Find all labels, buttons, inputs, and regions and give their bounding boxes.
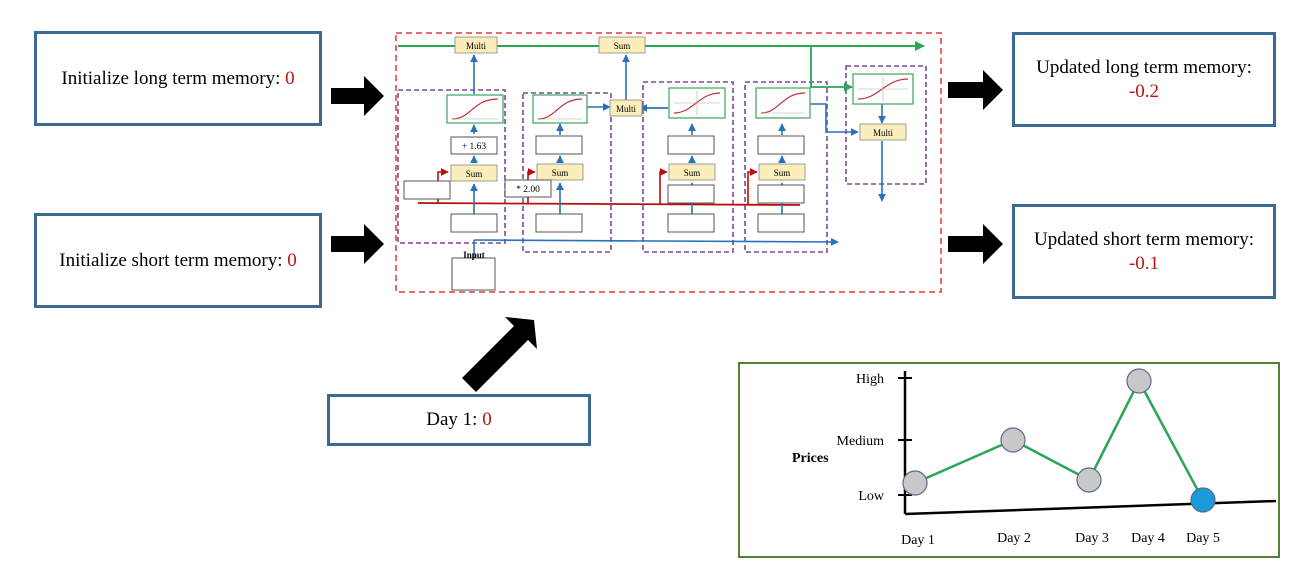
updated-long-value: -0.2 — [1128, 80, 1160, 102]
multi-node-output-label: Multi — [873, 128, 894, 138]
updated-short-memory-box: Updated short term memory: -0.1 — [1012, 204, 1276, 299]
multi-node-middle: Multi — [609, 99, 643, 117]
x-tick-label-1: Day 1 — [901, 533, 935, 548]
y-tick-label-low: Low — [858, 489, 885, 504]
arrow-short-memory-in — [331, 224, 384, 264]
sum-node-input-label: Sum — [552, 168, 569, 178]
sum-node-output-label: Sum — [774, 168, 791, 178]
value-boxes — [403, 135, 805, 291]
price-point-day-5 — [1190, 487, 1216, 513]
short-memory-line — [417, 202, 801, 206]
activation-plots — [446, 73, 914, 124]
day-label: Day 1: — [426, 409, 483, 430]
day-value: 0 — [482, 409, 492, 430]
bias-label: + 1.63 — [462, 142, 487, 152]
price-point-day-1 — [902, 470, 928, 496]
arrow-long-memory-out — [948, 70, 1003, 110]
x-tick-label-2: Day 2 — [997, 531, 1031, 546]
sum-node-output: Sum — [758, 163, 806, 181]
sum-node-top-label: Sum — [614, 41, 631, 51]
multi-node-top-label: Multi — [466, 41, 487, 51]
long-memory-label: Initialize long term memory: — [61, 67, 286, 89]
updated-long-memory-box: Updated long term memory: -0.2 — [1012, 32, 1276, 127]
short-memory-label: Initialize short term memory: — [59, 249, 288, 271]
price-point-day-2 — [1000, 427, 1026, 453]
arrow-short-memory-out — [948, 224, 1003, 264]
sum-node-candidate-label: Sum — [684, 168, 701, 178]
weight-box: * 2.00 — [504, 179, 552, 198]
y-tick-label-medium: Medium — [837, 434, 885, 449]
sum-node-forget-label: Sum — [466, 169, 483, 179]
forget-gate-frame — [397, 89, 506, 244]
long-memory-init-box: Initialize long term memory: 0 — [34, 31, 322, 126]
input-label: Input — [463, 250, 485, 260]
sum-node-top: Sum — [598, 36, 646, 54]
price-chart-frame — [738, 362, 1280, 558]
x-tick-label-5: Day 5 — [1186, 531, 1220, 546]
chart-x-axis — [904, 499, 1277, 516]
candidate-frame — [642, 81, 734, 253]
input-gate-frame — [522, 92, 612, 253]
x-tick-label-4: Day 4 — [1131, 531, 1165, 546]
multi-node-middle-label: Multi — [616, 104, 637, 114]
sum-node-candidate: Sum — [668, 163, 716, 181]
bias-box: + 1.63 — [450, 136, 498, 155]
price-series-line — [914, 378, 1205, 501]
sum-node-input: Sum — [536, 163, 584, 181]
updated-long-label: Updated long term memory: — [1036, 56, 1252, 78]
short-memory-value: 0 — [287, 249, 297, 271]
output-gate-frame — [744, 81, 828, 253]
price-point-day-4 — [1126, 368, 1152, 394]
price-point-day-3 — [1076, 467, 1102, 493]
updated-short-label: Updated short term memory: — [1033, 228, 1255, 250]
long-memory-value: 0 — [285, 67, 295, 89]
updated-short-value: -0.1 — [1128, 252, 1160, 274]
cell-state-branch — [810, 46, 853, 92]
sum-node-forget: Sum — [450, 164, 498, 182]
arrow-day-input — [462, 317, 537, 392]
multi-node-output: Multi — [859, 123, 907, 141]
x-tick-label-3: Day 3 — [1075, 531, 1109, 546]
y-tick-label-high: High — [856, 372, 884, 387]
chart-ylabel: Prices — [792, 451, 829, 466]
lstm-unit-frame — [395, 32, 942, 293]
day-input-box: Day 1: 0 — [327, 394, 591, 446]
short-memory-init-box: Initialize short term memory: 0 — [34, 213, 322, 308]
output-frame — [845, 65, 927, 185]
arrow-long-memory-in — [331, 76, 384, 116]
multi-node-top: Multi — [454, 36, 498, 54]
weight-label: * 2.00 — [516, 185, 540, 195]
